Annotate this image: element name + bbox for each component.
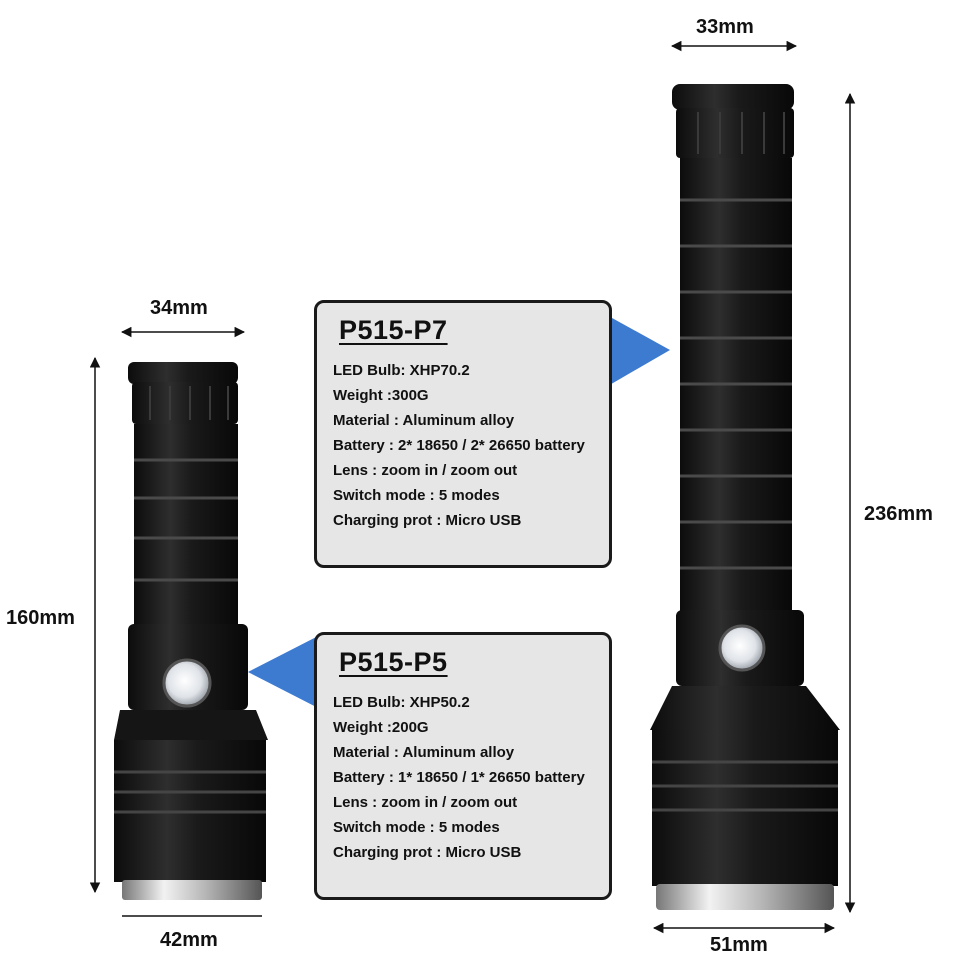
model-title: P515-P5	[339, 647, 448, 677]
large-flashlight	[650, 84, 840, 910]
spec-line: Material : Aluminum alloy	[333, 744, 515, 761]
spec-line: Weight :200G	[333, 719, 429, 736]
dimension-large-length: 236mm	[864, 503, 933, 525]
model-title: P515-P7	[339, 315, 448, 345]
spec-line: Charging prot : Micro USB	[333, 844, 522, 861]
pointer-arrow-p5	[248, 632, 326, 712]
dimension-lines	[89, 40, 856, 934]
spec-line: Lens : zoom in / zoom out	[333, 794, 518, 811]
dimension-small-length: 160mm	[6, 607, 75, 629]
spec-line: Switch mode : 5 modes	[333, 487, 500, 504]
spec-card-p7: P515-P7 LED Bulb: XHP70.2 Weight :300G M…	[314, 300, 612, 568]
spec-line: Switch mode : 5 modes	[333, 819, 500, 836]
spec-line: Charging prot : Micro USB	[333, 512, 522, 529]
spec-line: Lens : zoom in / zoom out	[333, 462, 518, 479]
spec-line: Battery : 2* 18650 / 2* 26650 battery	[333, 437, 585, 454]
spec-line: Battery : 1* 18650 / 1* 26650 battery	[333, 769, 585, 786]
spec-card-p5: P515-P5 LED Bulb: XHP50.2 Weight :200G M…	[314, 632, 612, 900]
small-flashlight	[114, 362, 268, 900]
spec-line: Weight :300G	[333, 387, 429, 404]
switch-button-icon	[162, 658, 212, 708]
dimension-large-head: 33mm	[696, 16, 754, 38]
spec-line: LED Bulb: XHP50.2	[333, 694, 470, 711]
dimension-small-bezel: 42mm	[160, 929, 218, 951]
pointer-arrow-p7	[594, 308, 670, 394]
dimension-small-head: 34mm	[150, 297, 208, 319]
dimension-large-bezel: 51mm	[710, 934, 768, 956]
switch-button-icon	[718, 624, 766, 672]
spec-line: LED Bulb: XHP70.2	[333, 362, 470, 379]
spec-line: Material : Aluminum alloy	[333, 412, 515, 429]
